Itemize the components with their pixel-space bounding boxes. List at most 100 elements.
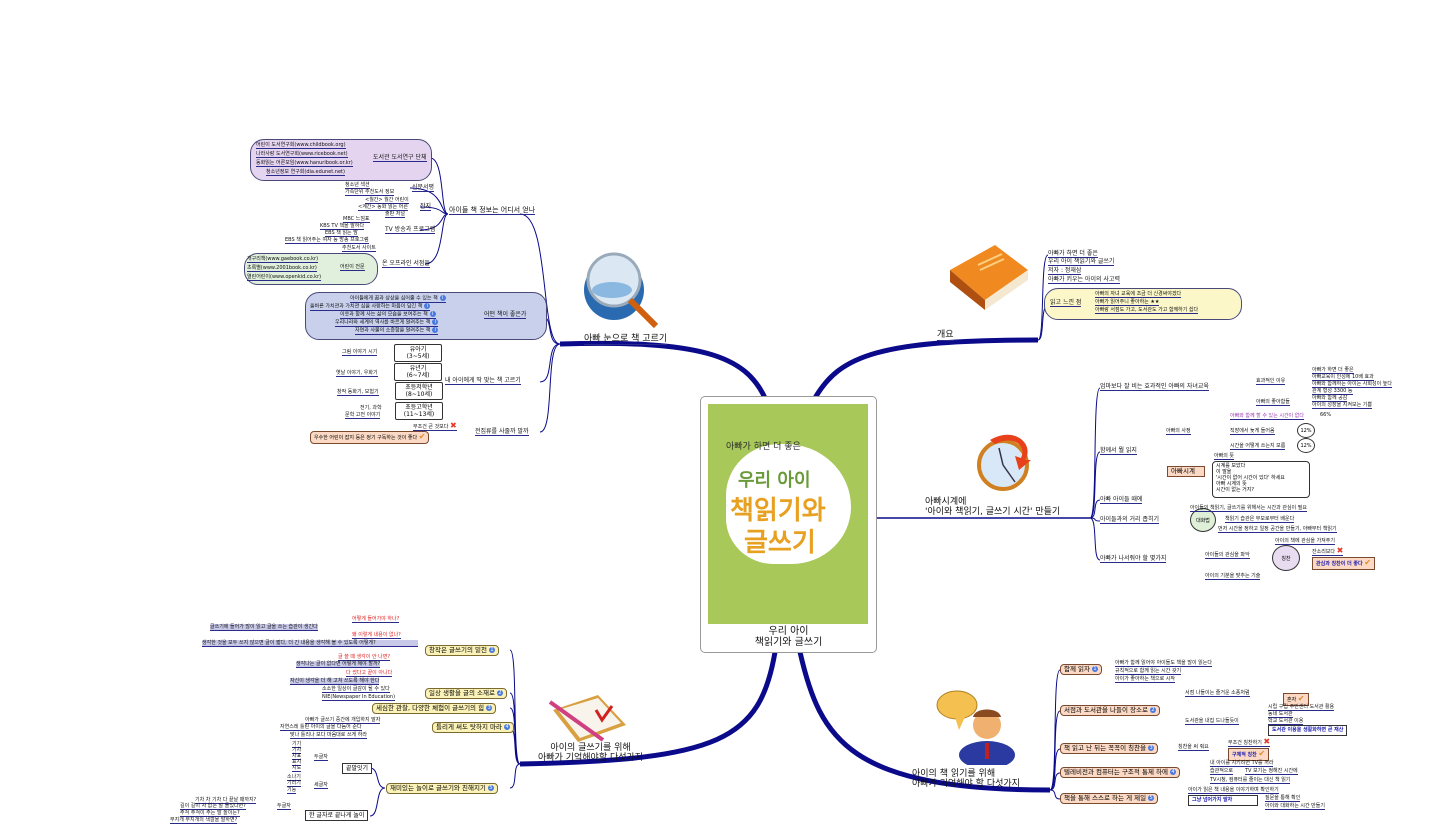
- age-child[interactable]: 유년기(6~7세): [394, 363, 442, 381]
- writing-1-q1[interactable]: 어떻게 들어가야 하나?: [352, 616, 400, 623]
- reading-5-leaf-3[interactable]: 질문을 통해 확인: [1265, 795, 1301, 802]
- hub-conversation[interactable]: 대화법: [1190, 508, 1216, 532]
- link-ricebook[interactable]: 나라사랑 도서연구회(www.ricebook.net): [256, 151, 348, 158]
- reading-3-leaf-1[interactable]: 칭찬을 써 줘요: [1178, 744, 1209, 751]
- game-2-item-1[interactable]: 기차 차 기차 다 끝날 때까지?: [195, 797, 257, 804]
- leaf-magazine-1[interactable]: <월간> 월간 어린이: [365, 197, 409, 204]
- writing-1-a1[interactable]: 글쓰기에 들어가 많이 읽고 글을 쓰는 습관이 생긴다: [210, 624, 318, 631]
- branch-overview[interactable]: 개요: [937, 330, 954, 341]
- reading-1-leaf-1[interactable]: 아빠가 함께 읽어야 아이들도 책을 많이 읽는다: [1115, 660, 1212, 667]
- game-2-item-2[interactable]: 길이 길이 자 없는 말 들었다면?: [180, 803, 246, 810]
- writing-1-q4[interactable]: 다 썼다고 끝이 아니다: [346, 670, 393, 677]
- leaf-tv-2[interactable]: KBS TV 책을 말하다: [320, 223, 365, 230]
- writing-4-leaf-2[interactable]: 자연스레 틀린 아이의 글을 다듬어 준다: [280, 724, 362, 731]
- game-1-group-1[interactable]: 두글자: [314, 754, 328, 761]
- node-kid-mood[interactable]: 아이의 기분을 맞추는 기술: [1205, 573, 1261, 580]
- leaf-praise-1[interactable]: 아이의 책에 관심을 가져주기: [1275, 538, 1335, 545]
- leaf-time-1a-1[interactable]: 아빠가 하면 더 좋은: [1312, 367, 1354, 374]
- leaf-time-1a-2[interactable]: 아빠교육이 인성에 10배 효과: [1312, 374, 1374, 381]
- writing-1-q2[interactable]: 왜 이렇게 내용이 없나?: [352, 632, 401, 639]
- leaf-age-note-4a[interactable]: 전기, 과학: [360, 405, 382, 411]
- leaf-time-4-1[interactable]: 아이들의 책읽기, 글쓰기를 위해서는 시간과 관심이 필요: [1190, 505, 1307, 512]
- node-time-5[interactable]: 아빠가 나서줘야 할 몇가지: [1100, 555, 1167, 563]
- node-kids-store[interactable]: 어린이 전문: [340, 264, 365, 271]
- node-tv[interactable]: TV 방송과 프로그램: [385, 226, 436, 234]
- leaf-praise-3[interactable]: 관심과 칭찬이 더 좋다 ✔: [1312, 557, 1375, 570]
- reading-2-leaf-1[interactable]: 서점 나들이는 즐거운 소풍처럼: [1185, 690, 1250, 697]
- game-1-group-2[interactable]: 세글자: [314, 782, 328, 789]
- reading-2-leaf-7[interactable]: 도서관 이용을 생활화하면 큰 재산: [1268, 725, 1348, 736]
- node-time-1[interactable]: 엄마보다 잘 비는 효과적인 아빠의 자녀교육: [1100, 383, 1209, 391]
- leaf-review-3[interactable]: 아빠랑 서점도 가고, 도서관도 가고 함께하기 쉽다: [1095, 307, 1199, 314]
- link-2001book[interactable]: 초록별(www.2001book.co.kr): [247, 265, 317, 272]
- reading-5-leaf-4[interactable]: 아이와 대화하는 시간 만들기: [1265, 803, 1325, 810]
- reading-4-leaf-2[interactable]: 습관적으로: [1210, 768, 1234, 775]
- leaf-time-1a-3[interactable]: 아빠와 함께하는 아이는 사회성이 높다: [1312, 381, 1392, 388]
- game-2-group-1[interactable]: 두글자: [277, 803, 291, 810]
- hub-praise[interactable]: 칭찬: [1272, 545, 1300, 571]
- leaf-situation-3[interactable]: 시간을 어떻게 쓰는지 모름: [1230, 443, 1286, 450]
- leaf-set-yes[interactable]: 우수한 어린이 잡지 등은 정기 구독하는 것이 좋다 ✔: [310, 431, 430, 444]
- leaf-time-4-3[interactable]: 먼저 시간을 정하고 일정 공간을 만들기, 아빠부터 책읽기: [1218, 526, 1337, 533]
- leaf-situation-1[interactable]: 아빠와 함께 할 수 있는 시간이 없다: [1230, 413, 1304, 420]
- leaf-set-no[interactable]: 무조건 큰 것보다 ✖: [413, 421, 457, 431]
- game-1-word-4[interactable]: 표지: [292, 759, 302, 766]
- game-1-word-7[interactable]: 기러기: [287, 780, 301, 787]
- leaf-tv-3[interactable]: EBS 책 읽는 밤: [325, 230, 358, 237]
- writing-4-leaf-3[interactable]: 맞나 틀리나 보다 마음대로 쓰게 하라: [290, 732, 367, 739]
- leaf-overview-2[interactable]: 우리 아이 책읽기와 글쓰기: [1048, 258, 1115, 266]
- node-dad-clock[interactable]: 아빠시계: [1167, 466, 1205, 477]
- node-time-1a[interactable]: 효과적인 이유: [1256, 378, 1286, 385]
- leaf-overview-1[interactable]: 아빠가 하면 더 좋은: [1048, 250, 1098, 258]
- game-1-word-2[interactable]: 기차: [292, 747, 302, 754]
- leaf-age-note-2[interactable]: 옛날 이야기, 우화기: [336, 370, 378, 377]
- leaf-recommend-site[interactable]: 추천도서 사이트: [342, 245, 376, 252]
- leaf-time-1b-2[interactable]: 아이의 성장을 지켜보는 기쁨: [1312, 402, 1372, 409]
- reading-2-leaf-5[interactable]: 동네 도서관: [1268, 711, 1293, 718]
- leaf-time-4-2[interactable]: 책읽기 습관은 부모로부터 배운다: [1225, 516, 1295, 523]
- node-where-info[interactable]: 아이들 책 정보는 어디서 얻나: [449, 206, 536, 215]
- writing-1-a3[interactable]: 생각나는 글이 없다면 어떻게 해야 할까?: [296, 661, 381, 668]
- leaf-tv-4[interactable]: EBS 책 읽어주는 여자 등 방송 프로그램: [285, 237, 369, 244]
- writing-1-a2[interactable]: 생각한 것을 모두 쓰지 않으면 글이 짧다, 더 긴 내용을 생각해 볼 수 …: [202, 640, 418, 647]
- writing-2-leaf-2[interactable]: NIE(Newspaper In Education): [322, 694, 396, 701]
- reading-2-leaf-4[interactable]: 시립 구립 주민센터 도서관 활용: [1268, 704, 1335, 711]
- leaf-time-1a-4[interactable]: 관계 형성 3300 등: [1312, 388, 1353, 395]
- leaf-magazine-3[interactable]: 출판 저널: [385, 211, 405, 218]
- branch-choose-books[interactable]: 아빠 눈으로 책 고르기: [584, 334, 668, 345]
- reading-4-leaf-1[interactable]: 내 아이를 지키려면 TV를 꺼라: [1210, 760, 1274, 767]
- game-1-word-1[interactable]: 기기: [292, 741, 302, 748]
- node-dad-situation[interactable]: 아빠의 사정: [1166, 428, 1191, 435]
- central-topic[interactable]: 아빠가 하면 더 좋은 우리 아이 책읽기와 글쓰기 우리 아이 책읽기와 글쓰…: [700, 396, 877, 653]
- link-openkid[interactable]: 열린어린이(www.openkid.co.kr): [247, 274, 322, 281]
- leaf-magazine-2[interactable]: <계간> 동화 읽는 어른: [358, 204, 408, 211]
- branch-time[interactable]: 아빠시계에 '아이와 책읽기, 글쓰기 시간' 만들기: [925, 497, 1060, 517]
- node-age-books[interactable]: 내 아이에게 딱 맞는 책 고르기: [445, 377, 521, 385]
- node-library[interactable]: 도서관 도서연구 단체: [373, 154, 427, 162]
- node-time-3[interactable]: 아빠 아이들 때에: [1100, 496, 1143, 504]
- node-magazine[interactable]: 잡지: [420, 203, 432, 211]
- reading-1-leaf-2[interactable]: 규칙적으로 함께 읽는 시간 갖기: [1115, 668, 1182, 675]
- link-hanuribook[interactable]: 동화읽는 어른모임(www.hanuribook.or.kr): [256, 160, 353, 167]
- leaf-review-1[interactable]: 아빠의 자녀 교육에 조금 더 신경써야겠다: [1095, 291, 1182, 298]
- game-1-word-5[interactable]: 지도: [292, 765, 302, 772]
- link-gaebook[interactable]: 개구리책(www.gaebook.co.kr): [247, 256, 319, 263]
- leaf-dad-clock-meaning[interactable]: 아빠의 뜻: [1214, 453, 1234, 460]
- leaf-overview-4[interactable]: 아빠가 키우는 아이의 사고력: [1048, 276, 1120, 284]
- node-kid-interest[interactable]: 아이들의 관심을 파악: [1205, 552, 1250, 559]
- reading-3-leaf-3[interactable]: 구체적 칭찬 ✔: [1228, 748, 1270, 761]
- reading-5-leaf-1[interactable]: 아이가 읽은 책 내용을 이야기하며 확인하기: [1188, 787, 1279, 794]
- writing-4-leaf-1[interactable]: 아빠가 글쓰기 중간에 개입하지 말자: [305, 717, 381, 724]
- node-complete-set[interactable]: 전집류를 사줄까 말까: [475, 428, 529, 436]
- leaf-praise-2[interactable]: 잔소리보다 ✖: [1312, 546, 1344, 556]
- game-end-with-one[interactable]: 한 글자로 끝나게 놀이: [305, 810, 369, 821]
- writing-1-q3[interactable]: 글 쓸 때 생각이 안 나면?: [338, 654, 391, 661]
